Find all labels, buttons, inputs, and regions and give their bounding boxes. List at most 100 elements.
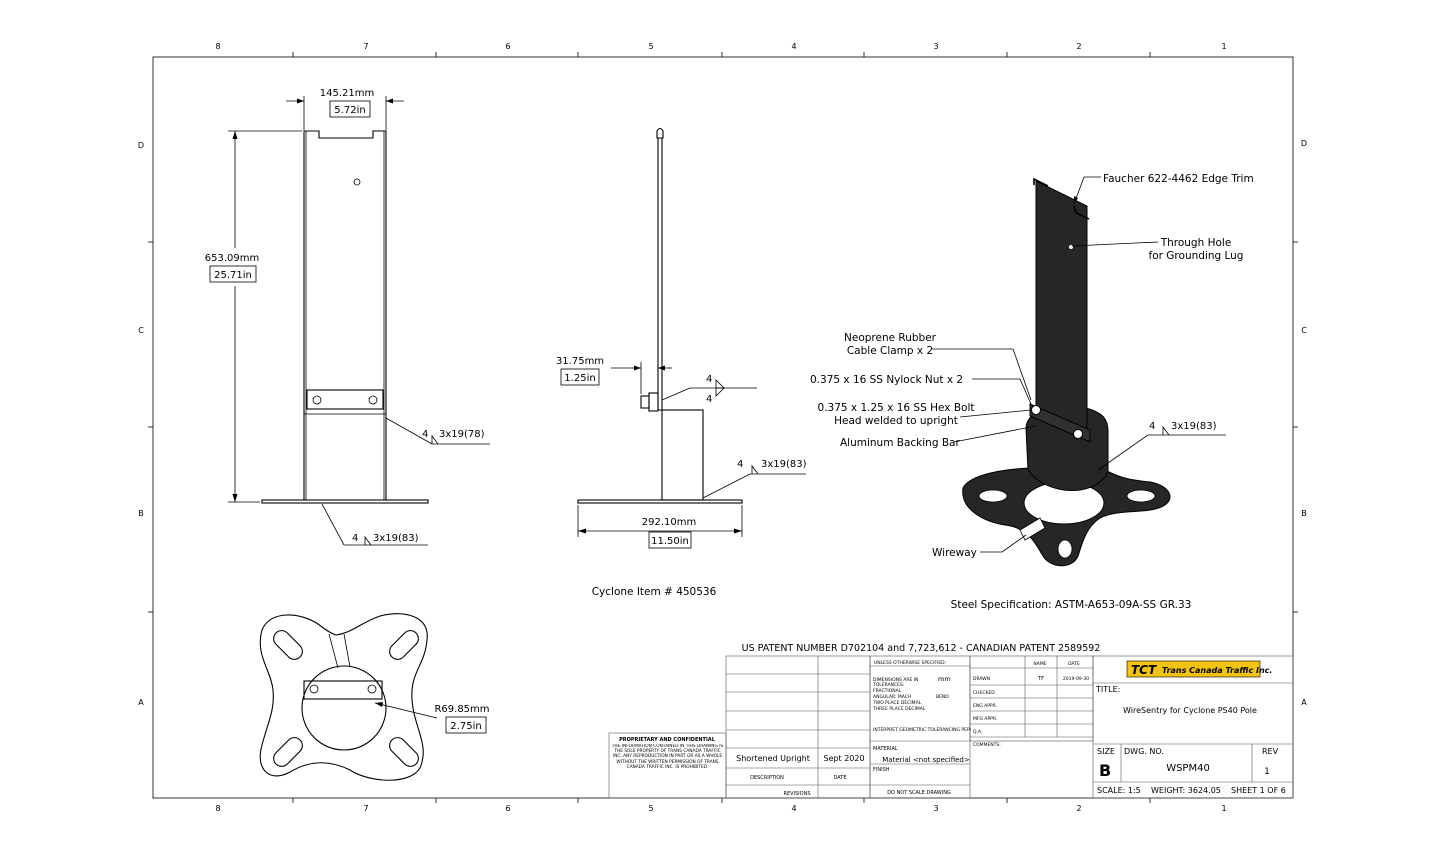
cyclone-item-note: Cyclone Item # 450536 xyxy=(592,586,717,598)
callout-hexbolt-line2: Head welded to upright xyxy=(834,415,958,427)
zone-top-8: 8 xyxy=(215,42,220,51)
weld-side-base-spec: 3x19(83) xyxy=(761,459,807,470)
zone-left-A: A xyxy=(138,698,144,707)
weld-front-base-spec: 3x19(83) xyxy=(373,533,419,544)
zone-right-A: A xyxy=(1301,698,1307,707)
dimension-base-mm: 292.10mm xyxy=(642,517,696,528)
drawing-border xyxy=(148,52,1298,803)
revision-date: Sept 2020 xyxy=(823,754,864,763)
zone-bottom-2: 2 xyxy=(1076,804,1081,813)
zone-bottom-7: 7 xyxy=(363,804,368,813)
dimension-base-in: 11.50in xyxy=(651,536,689,547)
side-top-weld-symbol: 4 4 xyxy=(661,374,757,405)
steel-spec-note: Steel Specification: ASTM-A653-09A-SS GR… xyxy=(951,599,1192,611)
sheet-text: SHEET 1 OF 6 xyxy=(1231,786,1286,795)
front-weld-symbol: 4 3x19(78) xyxy=(385,417,490,445)
fractional-label: FRACTIONAL xyxy=(873,688,902,694)
revision-description: Shortened Upright xyxy=(736,754,810,763)
zone-left-D: D xyxy=(138,141,144,150)
patent-note: US PATENT NUMBER D702104 and 7,723,612 -… xyxy=(742,643,1101,654)
callout-through-hole-line1: Through Hole xyxy=(1160,237,1232,249)
weld-front-base-size: 4 xyxy=(352,533,358,544)
dimension-width-mm: 145.21mm xyxy=(320,88,374,99)
zone-top-7: 7 xyxy=(363,42,368,51)
front-width-dimension: 145.21mm 5.72in xyxy=(286,88,404,130)
three-place-label: THREE PLACE DECIMAL xyxy=(872,706,926,712)
zone-bottom-8: 8 xyxy=(215,804,220,813)
side-base-dimension: 292.10mm 11.50in xyxy=(577,505,743,549)
zone-top-3: 3 xyxy=(933,42,938,51)
material-label: MATERIAL xyxy=(873,746,898,752)
dims-in-label: DIMENSIONS ARE IN xyxy=(873,677,918,683)
zone-right-C: C xyxy=(1301,326,1307,335)
zone-right-D: D xyxy=(1301,139,1307,148)
zone-bottom-1: 1 xyxy=(1221,804,1226,813)
weld-side-top-size2: 4 xyxy=(706,394,712,405)
zone-top-1: 1 xyxy=(1221,42,1226,51)
dimension-height-in: 25.71in xyxy=(214,270,252,281)
size-label: SIZE xyxy=(1097,747,1115,756)
callout-through-hole-line2: for Grounding Lug xyxy=(1149,250,1244,262)
zone-top-4: 4 xyxy=(791,42,796,51)
drawn-label: DRAWN xyxy=(973,676,990,682)
scale-text: SCALE: 1:5 xyxy=(1097,786,1141,795)
title-block: PROPRIETARY AND CONFIDENTIAL THE INFORMA… xyxy=(608,655,1294,799)
callout-neoprene-line1: Neoprene Rubber xyxy=(844,332,937,344)
dims-unit: mm xyxy=(938,675,951,683)
callout-hexbolt-line1: 0.375 x 1.25 x 16 SS Hex Bolt xyxy=(818,402,975,414)
side-offset-dimension: 31.75mm 1.25in xyxy=(556,356,672,394)
dimension-radius-in: 2.75in xyxy=(450,721,481,732)
zone-top-5: 5 xyxy=(648,42,653,51)
front-base-weld-symbol: 4 3x19(83) xyxy=(321,503,428,546)
dimension-radius-mm: R69.85mm xyxy=(434,704,489,715)
weld-front-size: 4 xyxy=(422,429,428,440)
callout-neoprene-line2: Cable Clamp x 2 xyxy=(847,345,933,357)
two-place-label: TWO PLACE DECIMAL xyxy=(872,700,922,706)
mfg-appr-label: MFG APPR. xyxy=(973,716,997,722)
name-column-label: NAME xyxy=(1033,661,1046,667)
no-scale-label: DO NOT SCALE DRAWING xyxy=(887,790,951,796)
angular-label: ANGULAR: MACH xyxy=(873,694,911,700)
isometric-callouts: Faucher 622-4462 Edge Trim Through Hole … xyxy=(810,173,1254,559)
side-base-weld-symbol: 4 3x19(83) xyxy=(702,459,807,499)
qa-label: Q.A. xyxy=(973,729,982,735)
revision-date-label: DATE xyxy=(833,775,846,781)
dimension-height-mm: 653.09mm xyxy=(205,253,259,264)
callout-edge-trim: Faucher 622-4462 Edge Trim xyxy=(1103,173,1254,185)
weld-side-top-size: 4 xyxy=(706,374,712,385)
zone-bottom-5: 5 xyxy=(648,804,653,813)
dimension-offset-mm: 31.75mm xyxy=(556,356,604,367)
checked-label: CHECKED xyxy=(973,690,995,696)
company-logo: TCT Trans Canada Traffic Inc. xyxy=(1126,660,1272,678)
size-value: B xyxy=(1099,761,1111,780)
isometric-view xyxy=(962,177,1171,567)
drawn-name: TF xyxy=(1037,676,1044,682)
date-column-label: DATE xyxy=(1068,661,1080,667)
zone-labels-right: D C B A xyxy=(1301,139,1307,707)
weight-text: WEIGHT: 3624.05 xyxy=(1151,786,1221,795)
company-name: Trans Canada Traffic Inc. xyxy=(1162,666,1272,675)
finish-label: FINISH xyxy=(873,767,890,773)
zone-bottom-3: 3 xyxy=(933,804,938,813)
side-view xyxy=(577,127,743,504)
callout-wireway: Wireway xyxy=(932,547,977,559)
zone-top-2: 2 xyxy=(1076,42,1081,51)
callout-nylock: 0.375 x 16 SS Nylock Nut x 2 xyxy=(810,374,963,386)
bottom-view xyxy=(259,613,428,781)
zone-top-6: 6 xyxy=(505,42,510,51)
bottom-radius-dimension: R69.85mm 2.75in xyxy=(374,702,490,734)
zone-bottom-6: 6 xyxy=(505,804,510,813)
revisions-label: REVISIONS xyxy=(783,791,810,797)
dimension-width-in: 5.72in xyxy=(334,105,365,116)
zone-labels-left: D C B A xyxy=(138,141,144,707)
tolerances-label: TOLERANCES: xyxy=(872,682,904,688)
zone-labels-bottom: 8 7 6 5 4 3 2 1 xyxy=(215,804,1226,813)
rev-value: 1 xyxy=(1264,767,1270,777)
material-value: Material <not specified> xyxy=(882,756,970,764)
unless-specified-label: UNLESS OTHERWISE SPECIFIED: xyxy=(874,660,946,666)
zone-left-B: B xyxy=(138,509,144,518)
interpret-label: INTERPRET GEOMETRIC TOLERANCING PER: xyxy=(873,727,972,733)
weld-front-spec: 3x19(78) xyxy=(439,429,485,440)
front-height-dimension: 653.09mm 25.71in xyxy=(205,130,302,503)
